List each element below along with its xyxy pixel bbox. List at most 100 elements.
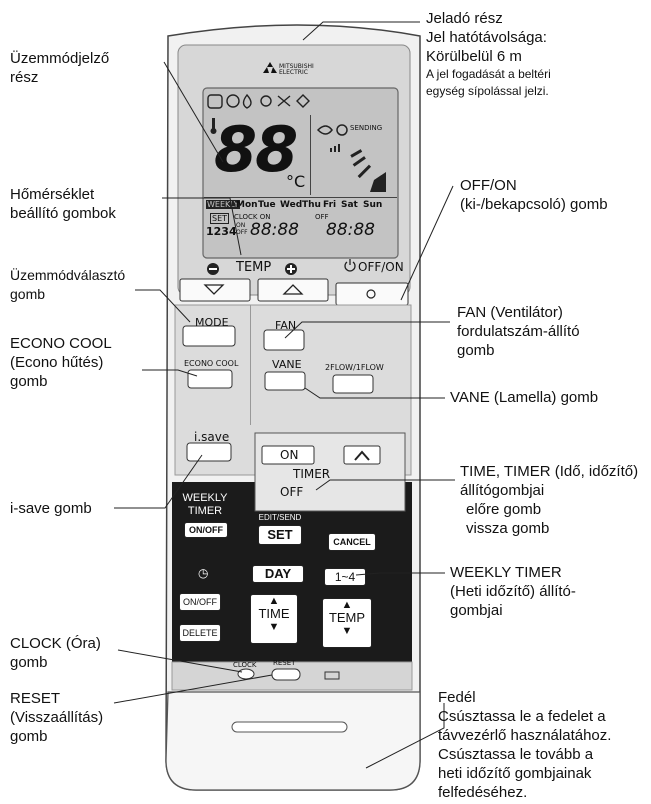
temp-unit: °C — [286, 172, 306, 191]
callout-isave: i-save gomb — [10, 500, 92, 517]
day-button[interactable]: DAY — [252, 565, 304, 583]
econo-cool-button — [187, 369, 233, 389]
slide-cover — [165, 691, 421, 791]
callout-econo-line1: ECONO COOL — [10, 335, 112, 352]
callout-transmitter-line2: Jel hatótávolsága: — [426, 29, 547, 46]
callout-fan-line2: fordulatszám-állító — [457, 323, 580, 340]
callout-clock: CLOCK (Óra) gomb — [10, 634, 101, 672]
lcd-time-1: 88:88 — [250, 220, 299, 240]
callout-temp-buttons-line2: beállító gombok — [10, 205, 116, 222]
callout-transmitter-note2: egység sípolással jelzi. — [426, 84, 549, 98]
temp-weekly-label: TEMP — [328, 610, 366, 625]
set-button[interactable]: SET — [258, 525, 302, 545]
mode-icons-row — [207, 93, 310, 109]
callout-mode-select: Üzemmódválasztó gomb — [10, 266, 125, 304]
time-button[interactable]: ▲ TIME ▼ — [250, 594, 298, 644]
callout-transmitter: Jeladó rész Jel hatótávolsága: Körülbelü… — [426, 9, 551, 100]
callout-cover-line5: heti időzítő gombjainak — [438, 765, 592, 782]
callout-cover-line3: távvezérlő használatához. — [438, 727, 612, 744]
callout-econo-line2: (Econo hűtés) — [10, 354, 104, 371]
isave-label[interactable]: i.save — [194, 430, 230, 444]
vane-icon — [350, 149, 386, 192]
timer-on-label[interactable]: ON — [280, 448, 299, 462]
callout-timer: TIME, TIMER (Idő, időzítő) állítógombjai… — [460, 462, 638, 538]
timer-box-overlap — [255, 482, 405, 511]
battery-icon — [324, 671, 340, 680]
callout-transmitter-note1: A jel fogadását a beltéri — [426, 67, 551, 81]
on-off-button-2[interactable]: ON/OFF — [179, 593, 221, 611]
fan-label[interactable]: FAN — [275, 319, 297, 332]
temp-weekly-button[interactable]: ▲ TEMP ▼ — [322, 598, 372, 648]
callout-fan: FAN (Ventilátor) fordulatszám-állító gom… — [457, 303, 580, 360]
day-thu: Thu — [302, 200, 321, 210]
callout-fan-line1: FAN (Ventilátor) — [457, 304, 563, 321]
reset-button — [271, 668, 301, 681]
mode-button — [182, 325, 236, 347]
lcd-divider-h — [204, 197, 397, 198]
fan-icon — [316, 124, 348, 136]
timer-off-label[interactable]: OFF — [280, 485, 304, 499]
callout-cover-line4: Csúsztassa le tovább a — [438, 746, 594, 763]
brand-label: MITSUBISHI ELECTRIC — [279, 63, 314, 76]
callout-timer-back: vissza gomb — [466, 520, 550, 537]
callout-cover-line6: felfedéséhez. — [438, 784, 528, 801]
weekly-timer-title: WEEKLY TIMER — [182, 492, 228, 517]
callout-timer-forward: előre gomb — [466, 501, 542, 518]
day-tue: Tue — [258, 200, 276, 210]
cancel-button[interactable]: CANCEL — [328, 533, 376, 551]
time-button-label: TIME — [258, 606, 290, 621]
callout-off-on: OFF/ON (ki-/bekapcsoló) gomb — [460, 176, 608, 214]
delete-button[interactable]: DELETE — [179, 624, 221, 642]
callout-econo-line3: gomb — [10, 373, 48, 390]
callout-off-on-line2: (ki-/bekapcsoló) gomb — [460, 196, 608, 213]
callout-reset-line2: (Visszaállítás) — [10, 709, 104, 726]
callout-timer-line1: TIME, TIMER (Idő, időzítő) — [460, 463, 639, 480]
callout-temp-buttons-line1: Hőmérséklet — [10, 186, 95, 203]
power-icon — [344, 259, 356, 272]
lcd-off-small: OFF — [236, 229, 248, 236]
callout-cover: Fedél Csúsztassa le a fedelet a távvezér… — [438, 688, 611, 802]
temp-down-arrow-icon: ▼ — [341, 625, 353, 637]
vane-label[interactable]: VANE — [272, 358, 302, 371]
day-fri: Fri — [323, 200, 337, 210]
callout-cover-line2: Csúsztassa le a fedelet a — [438, 708, 606, 725]
mode-label[interactable]: MODE — [195, 316, 229, 329]
callout-fan-line3: gomb — [457, 342, 495, 359]
temp-up-arrow-icon: ▲ — [341, 599, 353, 611]
weekly-on-off-button[interactable]: ON/OFF — [184, 522, 228, 538]
clock-label: CLOCK — [233, 661, 257, 669]
econo-cool-label[interactable]: ECONO COOL — [184, 359, 239, 368]
time-down-arrow-icon: ▼ — [268, 621, 280, 633]
timer-on-button — [261, 445, 315, 465]
callout-transmitter-line1: Jeladó rész — [426, 10, 503, 27]
callout-transmitter-line3: Körülbelül 6 m — [426, 48, 522, 65]
day-mon: Mon — [236, 200, 258, 210]
mitsubishi-logo — [263, 62, 277, 73]
lcd-divider-v — [310, 115, 311, 195]
edit-send-label: EDIT/SEND — [258, 513, 302, 522]
range-button[interactable]: 1~4 — [324, 568, 366, 586]
flow-label[interactable]: 2FLOW/1FLOW — [325, 363, 384, 372]
isave-button — [186, 442, 232, 462]
vane-button — [264, 371, 306, 391]
lcd-off: OFF — [315, 213, 329, 221]
callout-vane: VANE (Lamella) gomb — [450, 389, 599, 406]
lcd-on-small: ON — [236, 222, 246, 229]
reset-label: RESET — [273, 659, 296, 667]
day-sun: Sun — [363, 200, 383, 210]
callout-off-on-line1: OFF/ON — [460, 177, 517, 194]
lcd-screen — [202, 87, 399, 259]
flow-button — [332, 374, 374, 394]
callout-clock-line2: gomb — [10, 654, 48, 671]
day-sat: Sat — [341, 200, 358, 210]
thermometer-icon — [210, 118, 217, 134]
callout-mode-indicator-line1: Üzemmódjelző — [10, 50, 110, 67]
temp-label: TEMP — [236, 260, 272, 275]
lcd-time-2: 88:88 — [326, 220, 375, 240]
callout-weekly-line2: (Heti időzítő) állító- — [450, 583, 576, 600]
day-wed: Wed — [280, 200, 303, 210]
temp-down-button — [179, 278, 251, 302]
callout-clock-line1: CLOCK (Óra) — [10, 635, 101, 652]
cover-grip — [231, 721, 348, 733]
